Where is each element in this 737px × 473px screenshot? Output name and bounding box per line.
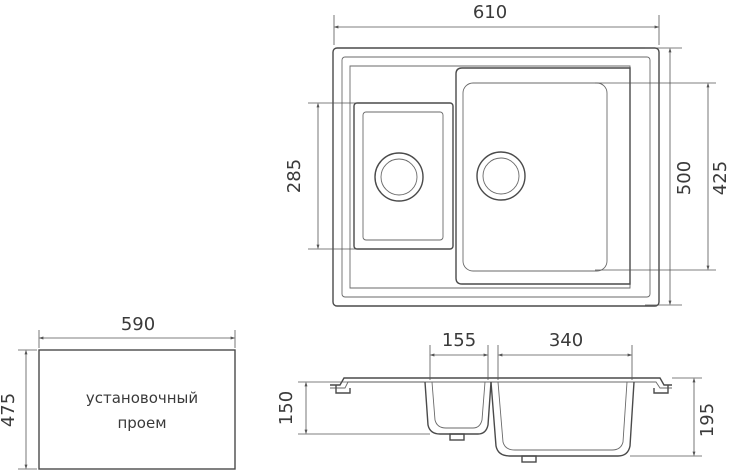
dim-500-label: 500 xyxy=(674,161,695,195)
sink-outer-rim xyxy=(332,47,660,307)
side-clip-right xyxy=(653,385,669,394)
side-small-drain xyxy=(449,433,465,441)
side-rim-under xyxy=(330,381,672,389)
side-small-bowl-inner xyxy=(431,381,486,429)
dim-155-label: 155 xyxy=(442,330,476,351)
side-rim-top xyxy=(330,377,672,386)
sink-inner-rim xyxy=(341,56,651,298)
dim-285-label: 285 xyxy=(284,159,305,193)
side-clip-left xyxy=(335,385,351,394)
cutout-rectangle xyxy=(38,349,236,470)
dim-425-label: 425 xyxy=(710,161,731,195)
main-bowl-drain-outer xyxy=(476,151,526,201)
small-bowl-inner xyxy=(362,111,444,241)
dim-475-label: 475 xyxy=(0,393,19,427)
top-view: 610 500 425 285 xyxy=(284,2,731,307)
side-view: 155 340 150 195 xyxy=(276,330,718,463)
dim-610-label: 610 xyxy=(473,2,507,23)
sink-deck xyxy=(349,65,631,289)
dim-590-label: 590 xyxy=(121,314,155,335)
side-small-bowl-wall xyxy=(424,381,492,435)
main-bowl-outer xyxy=(455,67,631,285)
cutout-label-line1: установочный xyxy=(86,389,198,407)
main-bowl-inner xyxy=(462,82,608,272)
small-bowl-outer xyxy=(353,102,454,250)
side-main-bowl-inner xyxy=(497,381,628,451)
side-main-drain xyxy=(521,455,537,463)
cutout-view: установочный проем 590 475 xyxy=(0,314,236,470)
main-bowl-drain-inner xyxy=(482,157,520,195)
dim-150-label: 150 xyxy=(276,391,297,425)
dim-340-label: 340 xyxy=(549,330,583,351)
dim-195-label: 195 xyxy=(697,403,718,437)
cutout-label-line2: проем xyxy=(117,414,166,432)
small-bowl-drain-outer xyxy=(374,152,424,202)
side-main-bowl-wall xyxy=(490,381,635,457)
small-bowl-drain-inner xyxy=(380,158,418,196)
